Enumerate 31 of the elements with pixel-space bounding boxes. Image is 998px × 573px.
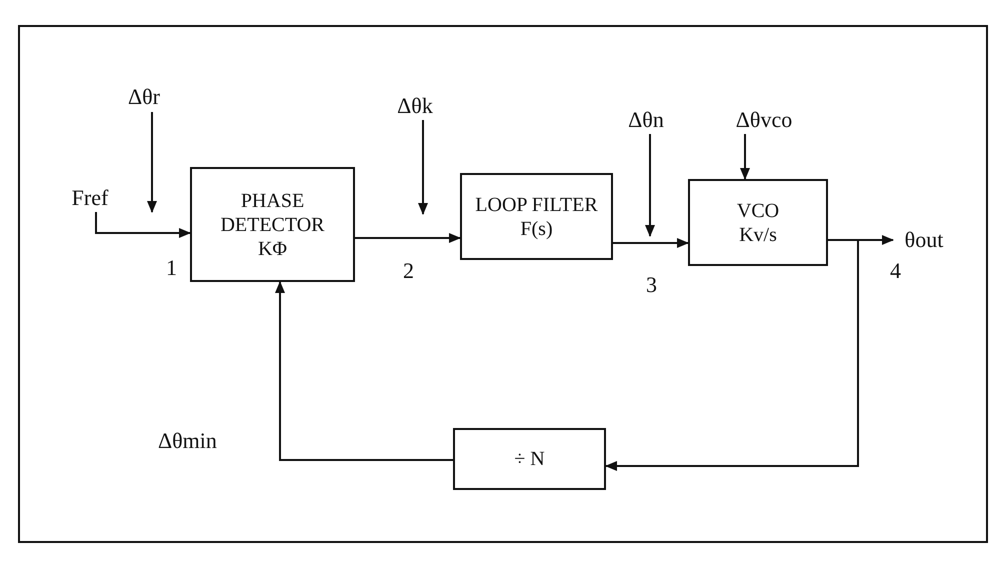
block-text: Kv/s xyxy=(739,222,777,246)
label: 2 xyxy=(403,258,414,284)
block-text: VCO xyxy=(736,198,780,222)
block-text: KΦ xyxy=(258,236,288,260)
label: Δθmin xyxy=(158,428,217,454)
arrow xyxy=(355,233,461,243)
block xyxy=(688,179,828,266)
signal-label: Δθvco xyxy=(736,106,792,134)
signal-label: Δθk xyxy=(397,92,433,120)
arrow xyxy=(740,134,750,180)
label: 3 xyxy=(646,272,657,298)
block-text: F(s) xyxy=(520,216,553,240)
label: 4 xyxy=(890,258,901,284)
arrow xyxy=(418,120,428,215)
arrow xyxy=(613,238,689,248)
arrow xyxy=(645,134,655,237)
block-text: PHASE DETECTOR xyxy=(219,188,326,236)
block-text: LOOP FILTER xyxy=(475,192,598,216)
arrow xyxy=(605,239,859,471)
signal-label: θout xyxy=(904,226,944,254)
arrow xyxy=(147,112,157,213)
block xyxy=(453,428,606,490)
signal-label: Δθn xyxy=(628,106,664,134)
label: 1 xyxy=(166,255,177,281)
arrow xyxy=(275,281,453,461)
block xyxy=(460,173,613,260)
block xyxy=(190,167,355,282)
signal-label: Δθr xyxy=(128,84,160,110)
arrow xyxy=(95,212,191,238)
signal-label: Fref xyxy=(72,184,108,212)
block-text: ÷ N xyxy=(514,447,545,471)
